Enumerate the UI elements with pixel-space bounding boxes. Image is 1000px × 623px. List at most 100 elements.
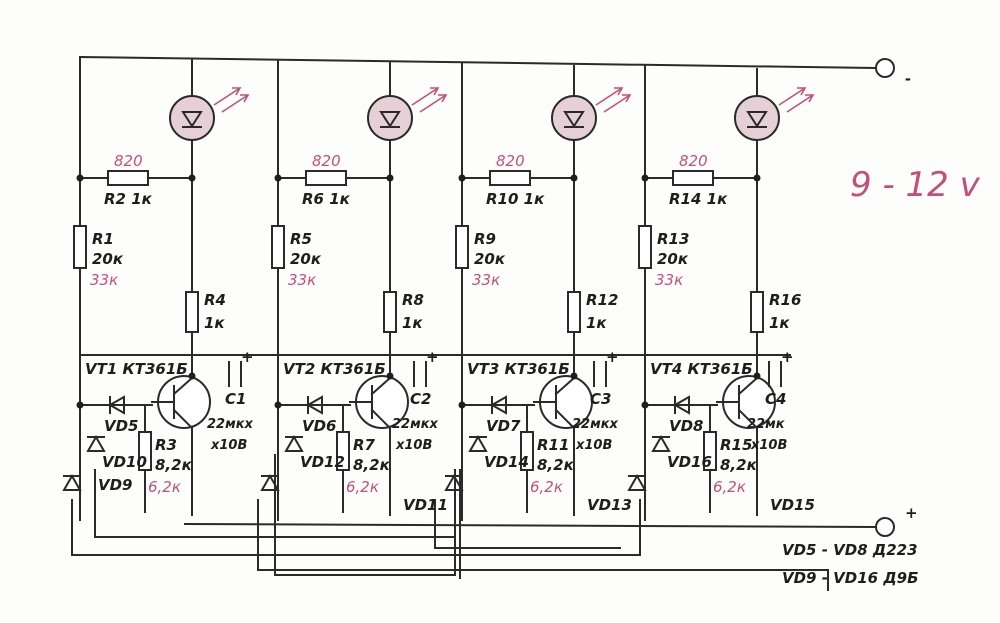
- base-resistor-label: R15: [720, 436, 752, 454]
- feed-resistor-alt: 33к: [472, 271, 500, 289]
- transistor[interactable]: [533, 375, 593, 430]
- capacitor-value: 22мк: [747, 417, 786, 432]
- base-resistor-alt: 6,2к: [346, 478, 379, 496]
- diode-c-label: VD11: [403, 496, 448, 514]
- diode-c[interactable]: [260, 473, 280, 491]
- feed-resistor-label: R13: [657, 230, 689, 248]
- diode-b[interactable]: [468, 434, 488, 452]
- parallel-resistor-alt: 820: [496, 152, 525, 170]
- feed-resistor-label: R9: [474, 230, 496, 248]
- transistor-label: VT1 КТ361Б: [85, 360, 188, 378]
- feed-resistor[interactable]: [455, 225, 469, 269]
- feed-resistor-alt: 33к: [90, 271, 118, 289]
- collector-resistor-label: R16: [769, 291, 801, 309]
- led[interactable]: [169, 87, 250, 141]
- transistor[interactable]: [151, 375, 211, 430]
- negative-label: -: [905, 70, 911, 88]
- capacitor-rating: х10В: [395, 438, 432, 453]
- feed-resistor-alt: 33к: [655, 271, 683, 289]
- capacitor-rating: х10В: [575, 438, 612, 453]
- base-diode[interactable]: [305, 395, 323, 415]
- base-diode[interactable]: [489, 395, 507, 415]
- transistor[interactable]: [349, 375, 409, 430]
- base-resistor-value: 8,2к: [720, 456, 758, 474]
- feed-resistor-label: R5: [290, 230, 312, 248]
- capacitor-plus: +: [426, 348, 439, 366]
- positive-terminal[interactable]: [875, 517, 895, 537]
- led[interactable]: [734, 87, 815, 141]
- feed-resistor[interactable]: [271, 225, 285, 269]
- capacitor-value: 22мкх: [572, 417, 619, 432]
- parallel-resistor[interactable]: [672, 170, 714, 186]
- parallel-resistor-alt: 820: [114, 152, 143, 170]
- diode-b[interactable]: [86, 434, 106, 452]
- base-diode-label: VD7: [486, 417, 521, 435]
- collector-resistor-value: 1к: [402, 314, 423, 332]
- negative-rail: [78, 55, 877, 70]
- diode-c-label: VD15: [770, 496, 815, 514]
- parallel-resistor-label: R10 1к: [486, 190, 545, 208]
- base-diode-label: VD6: [302, 417, 337, 435]
- parallel-resistor[interactable]: [489, 170, 531, 186]
- diode-c-label: VD13: [587, 496, 632, 514]
- positive-rail: [183, 522, 877, 529]
- diode-c[interactable]: [62, 473, 82, 491]
- base-resistor-label: R7: [353, 436, 376, 454]
- diode-b[interactable]: [651, 434, 671, 452]
- transistor-label: VT4 КТ361Б: [650, 360, 753, 378]
- supply-voltage-note: 9 - 12 v: [850, 165, 981, 205]
- negative-terminal[interactable]: [875, 58, 895, 78]
- capacitor-name: C2: [410, 390, 431, 408]
- capacitor-rating: х10В: [210, 438, 247, 453]
- diode-b-label: VD14: [484, 453, 529, 471]
- transistor-label: VT2 КТ361Б: [283, 360, 386, 378]
- light-arrows-icon: [213, 87, 250, 113]
- parallel-resistor[interactable]: [305, 170, 347, 186]
- collector-resistor[interactable]: [185, 291, 199, 333]
- feed-resistor-alt: 33к: [288, 271, 316, 289]
- diode-b-label: VD12: [300, 453, 345, 471]
- base-diode[interactable]: [672, 395, 690, 415]
- light-arrows-icon: [595, 87, 632, 113]
- feed-resistor-value: 20к: [290, 250, 322, 268]
- capacitor-name: C1: [225, 390, 246, 408]
- base-resistor-alt: 6,2к: [713, 478, 746, 496]
- diode-c-label: VD9: [98, 476, 133, 494]
- base-resistor-label: R11: [537, 436, 569, 454]
- feed-resistor[interactable]: [638, 225, 652, 269]
- diode-b[interactable]: [284, 434, 304, 452]
- parallel-resistor-label: R6 1к: [302, 190, 351, 208]
- feed-resistor-value: 20к: [92, 250, 124, 268]
- parallel-resistor-label: R2 1к: [104, 190, 153, 208]
- diode-b-label: VD10: [102, 453, 147, 471]
- led[interactable]: [551, 87, 632, 141]
- base-diode[interactable]: [107, 395, 125, 415]
- capacitor-2[interactable]: + C2 22мкх х10В: [392, 348, 439, 453]
- parallel-resistor[interactable]: [107, 170, 149, 186]
- transistor[interactable]: [716, 375, 776, 430]
- collector-resistor[interactable]: [750, 291, 764, 333]
- diode-c[interactable]: [444, 473, 464, 491]
- diode-c[interactable]: [627, 473, 647, 491]
- collector-resistor[interactable]: [567, 291, 581, 333]
- collector-resistor[interactable]: [383, 291, 397, 333]
- led[interactable]: [367, 87, 448, 141]
- capacitor-value: 22мкх: [207, 417, 254, 432]
- base-resistor-alt: 6,2к: [530, 478, 563, 496]
- light-arrows-icon: [411, 87, 448, 113]
- parallel-resistor-alt: 820: [312, 152, 341, 170]
- feed-resistor[interactable]: [73, 225, 87, 269]
- capacitor-rating: х10В: [750, 438, 787, 453]
- base-resistor-label: R3: [155, 436, 177, 454]
- feed-resistor-label: R1: [92, 230, 114, 248]
- parallel-resistor-label: R14 1к: [669, 190, 728, 208]
- base-resistor-value: 8,2к: [353, 456, 391, 474]
- capacitor-value: 22мкх: [392, 417, 439, 432]
